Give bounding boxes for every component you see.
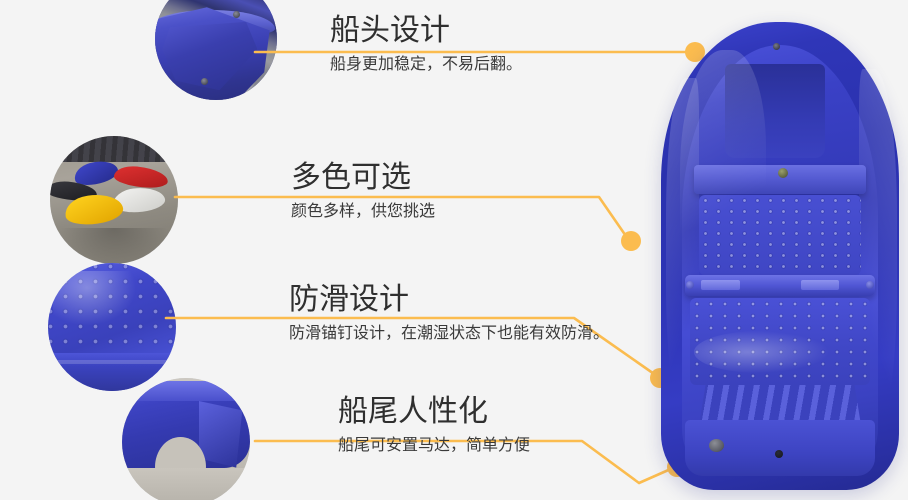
feature-text-multi-color: 多色可选 颜色多样，供您挑选 [291, 163, 435, 219]
ground-shadow [60, 228, 168, 264]
connector-dot-bow-design [685, 42, 705, 62]
boat-bow-well [725, 64, 826, 158]
feature-title: 防滑设计 [289, 282, 409, 317]
anti-slip-studs [689, 298, 871, 385]
feature-text-bow-design: 船头设计 船身更加稳定，不易后翻。 [330, 16, 522, 72]
feature-title: 船尾人性化 [338, 394, 488, 429]
concrete-ground [122, 467, 250, 500]
multicolor-boats-photo [50, 136, 178, 264]
feature-thumbnail-anti-slip [48, 263, 176, 391]
bow-anchor-hole-icon [772, 42, 780, 50]
feature-title: 多色可选 [291, 160, 411, 195]
anti-slip-studs [699, 195, 861, 275]
drain-cap-icon [708, 438, 724, 452]
boat-stern-motor-mount-photo [122, 378, 250, 500]
boat-rear-floor [689, 298, 871, 385]
boat-stern-ribs [699, 384, 861, 425]
stern-top-edge [124, 380, 248, 402]
drain-hole-icon [775, 450, 784, 459]
background-rack [57, 136, 176, 162]
seat-bolt-icon [777, 168, 788, 179]
boat-mid-floor [699, 195, 861, 275]
bow-screw-icon [201, 78, 209, 86]
feature-subtitle: 船身更加稳定，不易后翻。 [330, 54, 523, 73]
boat-bow-closeup-photo [155, 0, 277, 100]
feature-text-stern: 船尾人性化 船尾可安置马达，简单方便 [338, 397, 530, 453]
molded-logo [694, 330, 828, 373]
oarlock-right-icon [866, 280, 875, 289]
stern-side-panel [198, 401, 243, 468]
feature-text-anti-slip: 防滑设计 防滑锚钉设计，在潮湿状态下也能有效防滑。 [289, 285, 609, 341]
connector-line-stern [253, 439, 675, 485]
connector-dot-multi-color [621, 231, 641, 251]
connector-line-anti-slip [164, 316, 659, 378]
feature-thumbnail-bow-design [155, 0, 277, 100]
feature-thumbnail-multi-color [50, 136, 178, 264]
oarlock-left-icon [685, 280, 694, 289]
anti-slip-studded-floor-photo [48, 263, 176, 391]
feature-subtitle: 颜色多样，供您挑选 [291, 201, 436, 220]
bow-screw-icon [233, 10, 241, 18]
boat-right-handle [801, 279, 840, 291]
feature-thumbnail-stern [122, 378, 250, 500]
boat-gloss-highlight [680, 50, 766, 294]
feature-subtitle: 防滑锚钉设计，在潮湿状态下也能有效防滑。 [289, 323, 610, 342]
feature-title: 船头设计 [330, 13, 450, 48]
feature-subtitle: 船尾可安置马达，简单方便 [338, 435, 531, 454]
connector-line-multi-color [173, 195, 630, 241]
surface-highlight [53, 270, 138, 327]
boat-left-handle [701, 279, 740, 291]
product-photo-boat [661, 22, 899, 490]
